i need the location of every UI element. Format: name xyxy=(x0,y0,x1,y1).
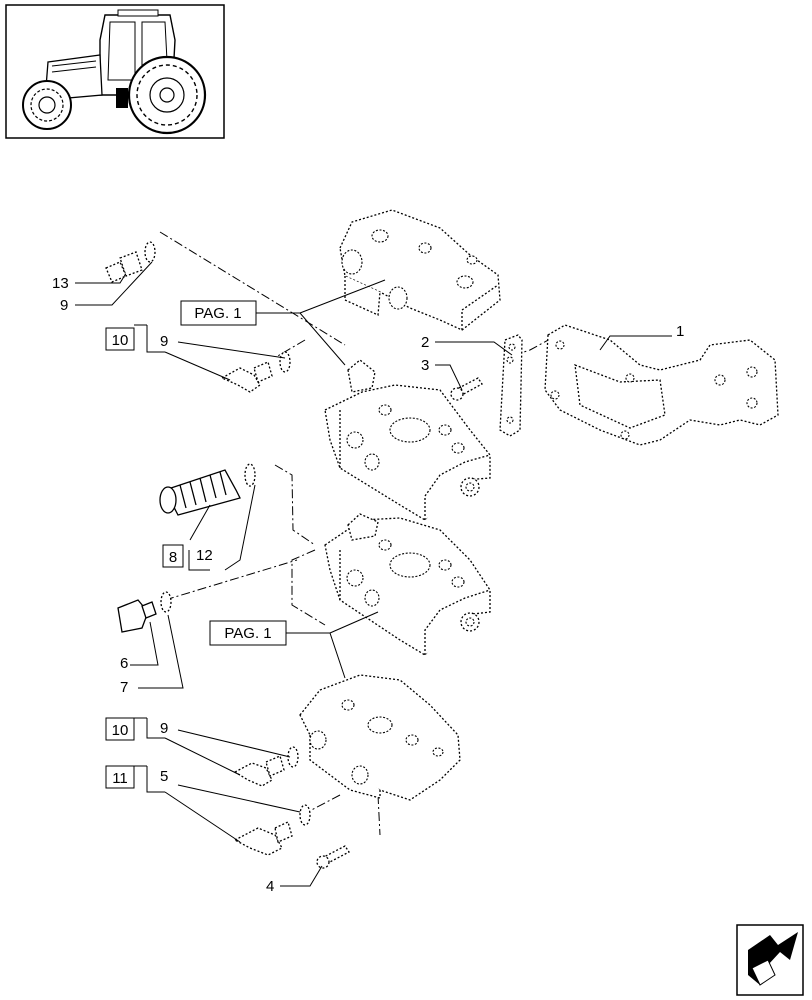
callout-6: 6 xyxy=(120,655,128,672)
callout-1: 1 xyxy=(676,323,684,340)
valve-section-1 xyxy=(324,359,491,521)
screw-4 xyxy=(316,845,350,869)
page-reference-top-label: PAG. 1 xyxy=(194,305,241,322)
quick-coupler xyxy=(159,463,256,516)
upper-valve-body xyxy=(339,209,501,331)
reference-box-8-label: 8 xyxy=(169,549,177,566)
page-reference-top: PAG. 1 xyxy=(180,300,257,326)
lower-end-plate xyxy=(299,674,461,801)
reference-box-10-upper-label: 10 xyxy=(112,332,129,349)
callout-9-upper: 9 xyxy=(160,333,168,350)
fitting-13 xyxy=(105,241,156,283)
page-reference-middle-label: PAG. 1 xyxy=(224,625,271,642)
callout-13: 13 xyxy=(52,275,69,292)
reference-box-10-upper: 10 xyxy=(105,324,147,351)
page-reference-middle: PAG. 1 xyxy=(209,620,287,646)
spacer-plate xyxy=(499,334,523,437)
reference-box-11-label: 11 xyxy=(112,770,128,787)
elbow-fitting-lower xyxy=(233,804,311,856)
callout-4: 4 xyxy=(266,878,274,895)
screw-3 xyxy=(450,377,483,401)
tractor-thumbnail xyxy=(5,4,225,139)
mounting-bracket xyxy=(544,324,779,446)
callout-9-lower: 9 xyxy=(160,720,168,737)
plug-6 xyxy=(117,591,172,633)
elbow-fitting-upper xyxy=(220,351,291,393)
callout-12: 12 xyxy=(196,547,213,564)
callout-9-top: 9 xyxy=(60,297,68,314)
elbow-fitting-middle xyxy=(233,746,299,787)
reference-box-10-lower-label: 10 xyxy=(112,722,129,739)
callout-labels: 13 9 9 2 3 1 12 6 7 9 5 4 xyxy=(52,275,684,895)
leader-lines xyxy=(75,261,672,887)
valve-section-2 xyxy=(324,513,491,656)
reference-box-8: 8 xyxy=(162,544,184,568)
callout-3: 3 xyxy=(421,357,429,374)
callout-5: 5 xyxy=(160,768,168,785)
callout-7: 7 xyxy=(120,679,128,696)
next-page-arrow-icon[interactable] xyxy=(736,924,804,996)
reference-box-11: 11 xyxy=(105,765,147,789)
reference-box-10-lower: 10 xyxy=(105,717,147,741)
callout-2: 2 xyxy=(421,334,429,351)
